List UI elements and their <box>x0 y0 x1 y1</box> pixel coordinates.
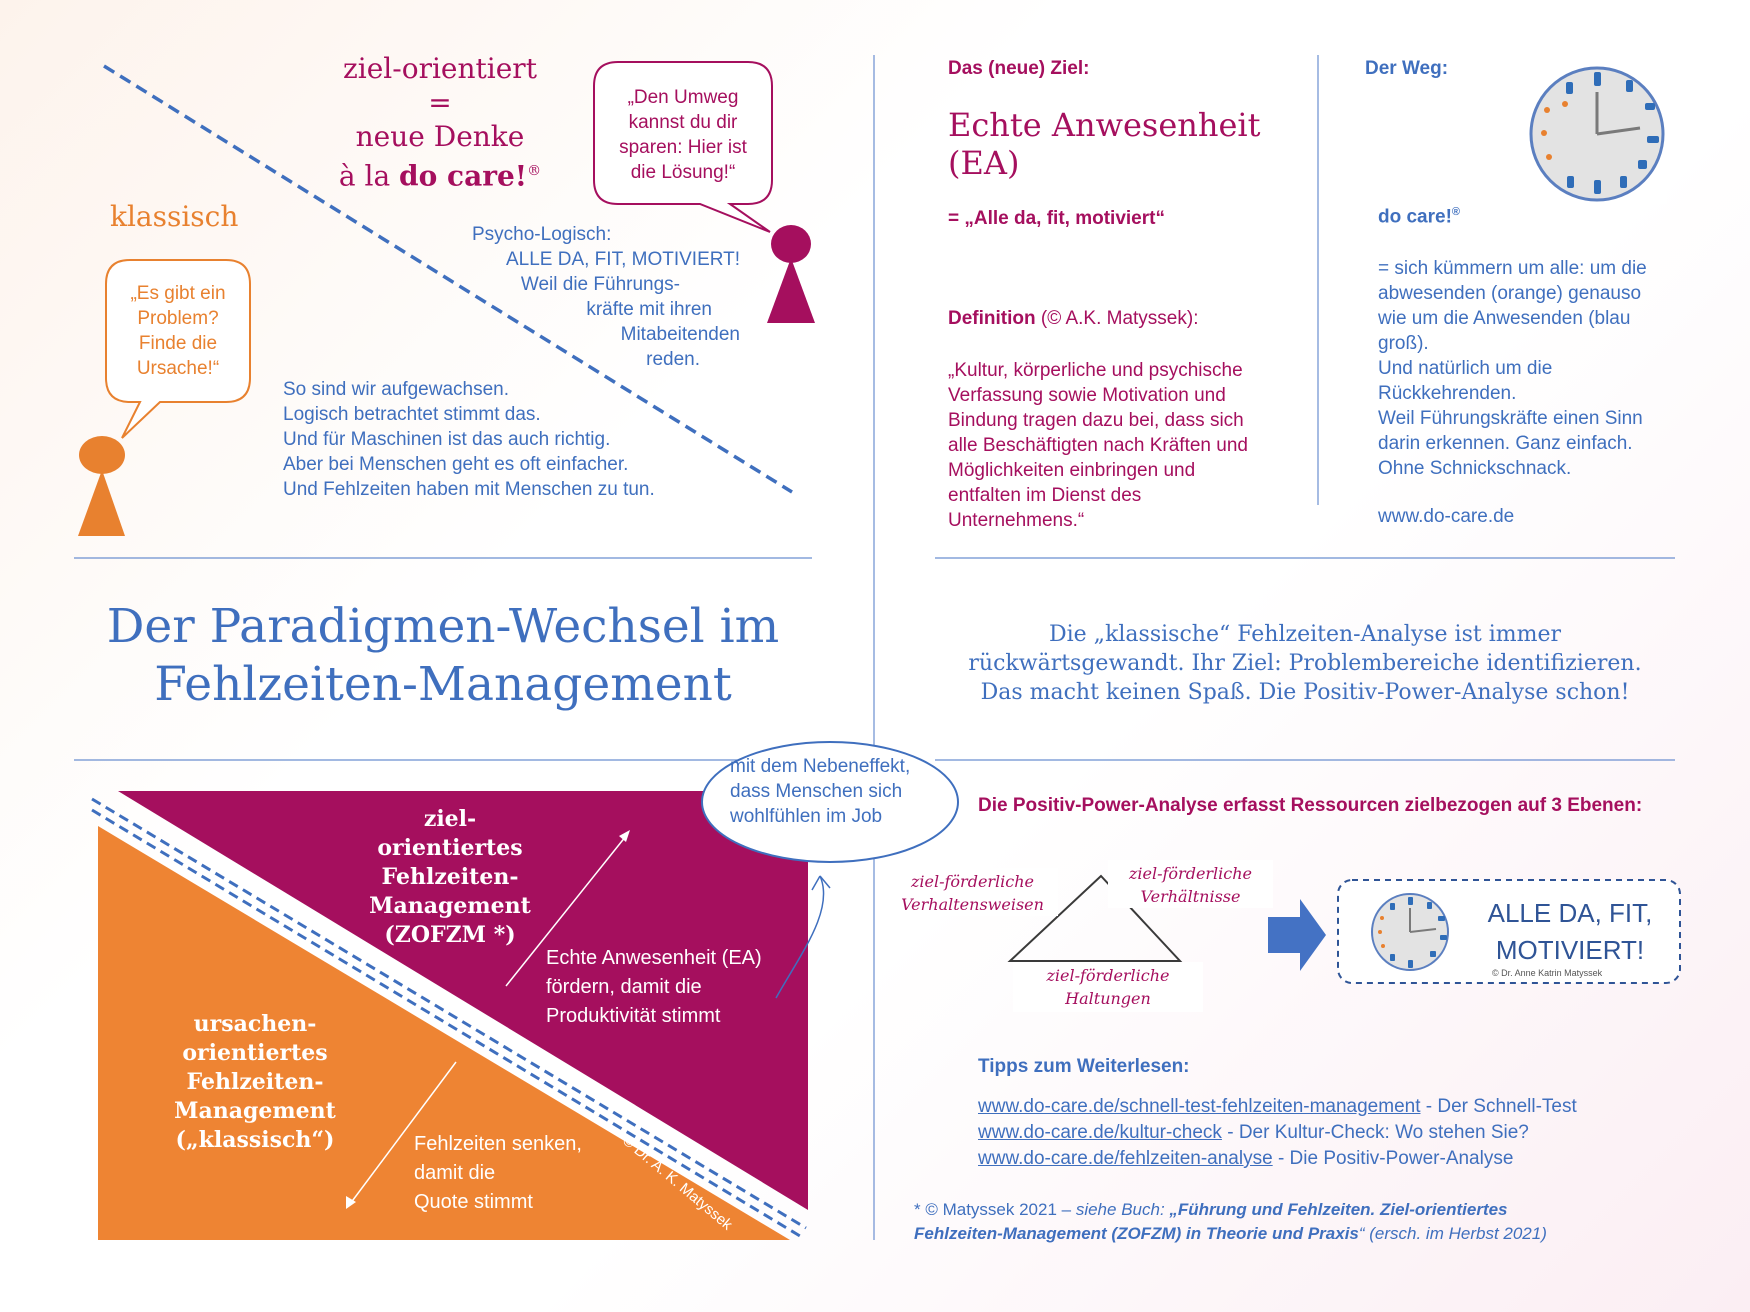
definition-label: Definition (© A.K. Matyssek): <box>948 308 1199 329</box>
magenta-triangle <box>118 791 808 1210</box>
page-title: Der Paradigmen-Wechsel im Fehlzeiten-Man… <box>106 599 780 712</box>
zielorientiert-line2: = <box>428 86 452 119</box>
ppa-heading: Die Positiv-Power-Analyse erfasst Ressou… <box>978 795 1643 816</box>
separator-dashed-1 <box>91 797 807 1230</box>
result-box-text: ALLE DA, FIT, MOTIVIERT! <box>1487 898 1653 965</box>
classic-text: So sind wir aufgewachsen. Logisch betrac… <box>283 379 655 500</box>
zielorientiert-block: ziel-orientiert = neue Denke à la do car… <box>320 52 560 193</box>
brand-name: do care! <box>399 159 528 193</box>
footnote: * © Matyssek 2021 – siehe Buch: „Führung… <box>914 1200 1547 1243</box>
clock-icon <box>1371 893 1449 971</box>
cloud-bubble-shape <box>701 741 959 863</box>
speech-bubble-orange-text: „Es gibt ein Problem? Finde die Ursache!… <box>130 283 226 379</box>
triangle-label-left: ziel-förderliche Verhaltensweisen <box>901 872 1044 914</box>
triangle-icon <box>1007 874 1183 962</box>
cloud-bubble-text: mit dem Nebeneffekt, dass Menschen sich … <box>730 756 911 827</box>
speech-bubble-magenta-text: „Den Umweg kannst du dir sparen: Hier is… <box>619 87 747 183</box>
analysis-statement: Die „klassische“ Fehlzeiten-Analyse ist … <box>968 622 1642 705</box>
link-fehlzeiten-analyse[interactable]: www.do-care.de/fehlzeiten-analyse <box>978 1148 1273 1169</box>
zielorientiert-line3: neue Denke <box>355 120 525 153</box>
arrow-up-head <box>619 830 630 842</box>
zielorientiert-line1: ziel-orientiert <box>343 52 537 85</box>
docare-label: do care!® <box>1378 206 1461 228</box>
orange-triangle-text: Fehlzeiten senken, damit die Quote stimm… <box>414 1133 582 1213</box>
klassisch-label: klassisch <box>110 200 239 233</box>
psycho-logisch-text: Psycho-Logisch: ALLE DA, FIT, MOTIVIERT!… <box>472 224 740 370</box>
link-schnell-test[interactable]: www.do-care.de/schnell-test-fehlzeiten-m… <box>978 1096 1421 1117</box>
link-kultur-check[interactable]: www.do-care.de/kultur-check <box>978 1122 1222 1143</box>
arrow-up-line <box>505 835 627 987</box>
paradigm-diagonal-dashed <box>103 64 793 494</box>
orange-triangle <box>98 826 790 1240</box>
magenta-triangle-text: Echte Anwesenheit (EA) fördern, damit di… <box>546 947 762 1027</box>
link-row: www.do-care.de/fehlzeiten-analyse - Die … <box>978 1148 1514 1169</box>
arrow-down-head <box>346 1196 356 1209</box>
arrow-right-icon <box>1268 899 1326 971</box>
ziel-heading: Das (neue) Ziel: <box>948 58 1090 79</box>
separator-dashed-2 <box>91 808 801 1238</box>
orange-triangle-title: ursachen- orientiertes Fehlzeiten- Manag… <box>174 1011 336 1153</box>
person-icon <box>78 436 125 536</box>
link-row: www.do-care.de/kultur-check - Der Kultur… <box>978 1122 1529 1143</box>
tipps-heading: Tipps zum Weiterlesen: <box>978 1056 1190 1077</box>
arrow-down-line <box>349 1061 457 1205</box>
weg-heading: Der Weg: <box>1365 58 1449 79</box>
triangle-label-right: ziel-förderliche Verhältnisse <box>1128 864 1253 906</box>
speech-bubble-magenta-shape <box>593 61 773 233</box>
zielorientiert-line4: à la do care!® <box>338 159 542 193</box>
ziel-sub: = „Alle da, fit, motiviert“ <box>948 208 1165 229</box>
ziel-title: Echte Anwesenheit (EA) <box>948 106 1261 182</box>
clock-icon <box>1527 64 1667 204</box>
curved-arrow <box>775 875 825 999</box>
result-box-copyright: © Dr. Anne Katrin Matyssek <box>1492 968 1603 978</box>
link-row: www.do-care.de/schnell-test-fehlzeiten-m… <box>978 1096 1577 1117</box>
definition-text: „Kultur, körperliche und psychische Verf… <box>948 360 1248 531</box>
weg-url[interactable]: www.do-care.de <box>1378 506 1515 527</box>
magenta-triangle-title: ziel- orientiertes Fehlzeiten- Managemen… <box>369 806 531 948</box>
person-icon <box>767 225 815 323</box>
weg-text: = sich kümmern um alle: um die abwesende… <box>1378 258 1647 479</box>
triangle-label-bottom: ziel-förderliche Haltungen <box>1046 966 1170 1008</box>
links-list: www.do-care.de/schnell-test-fehlzeiten-m… <box>978 1094 1577 1172</box>
speech-bubble-orange-shape <box>105 259 251 439</box>
